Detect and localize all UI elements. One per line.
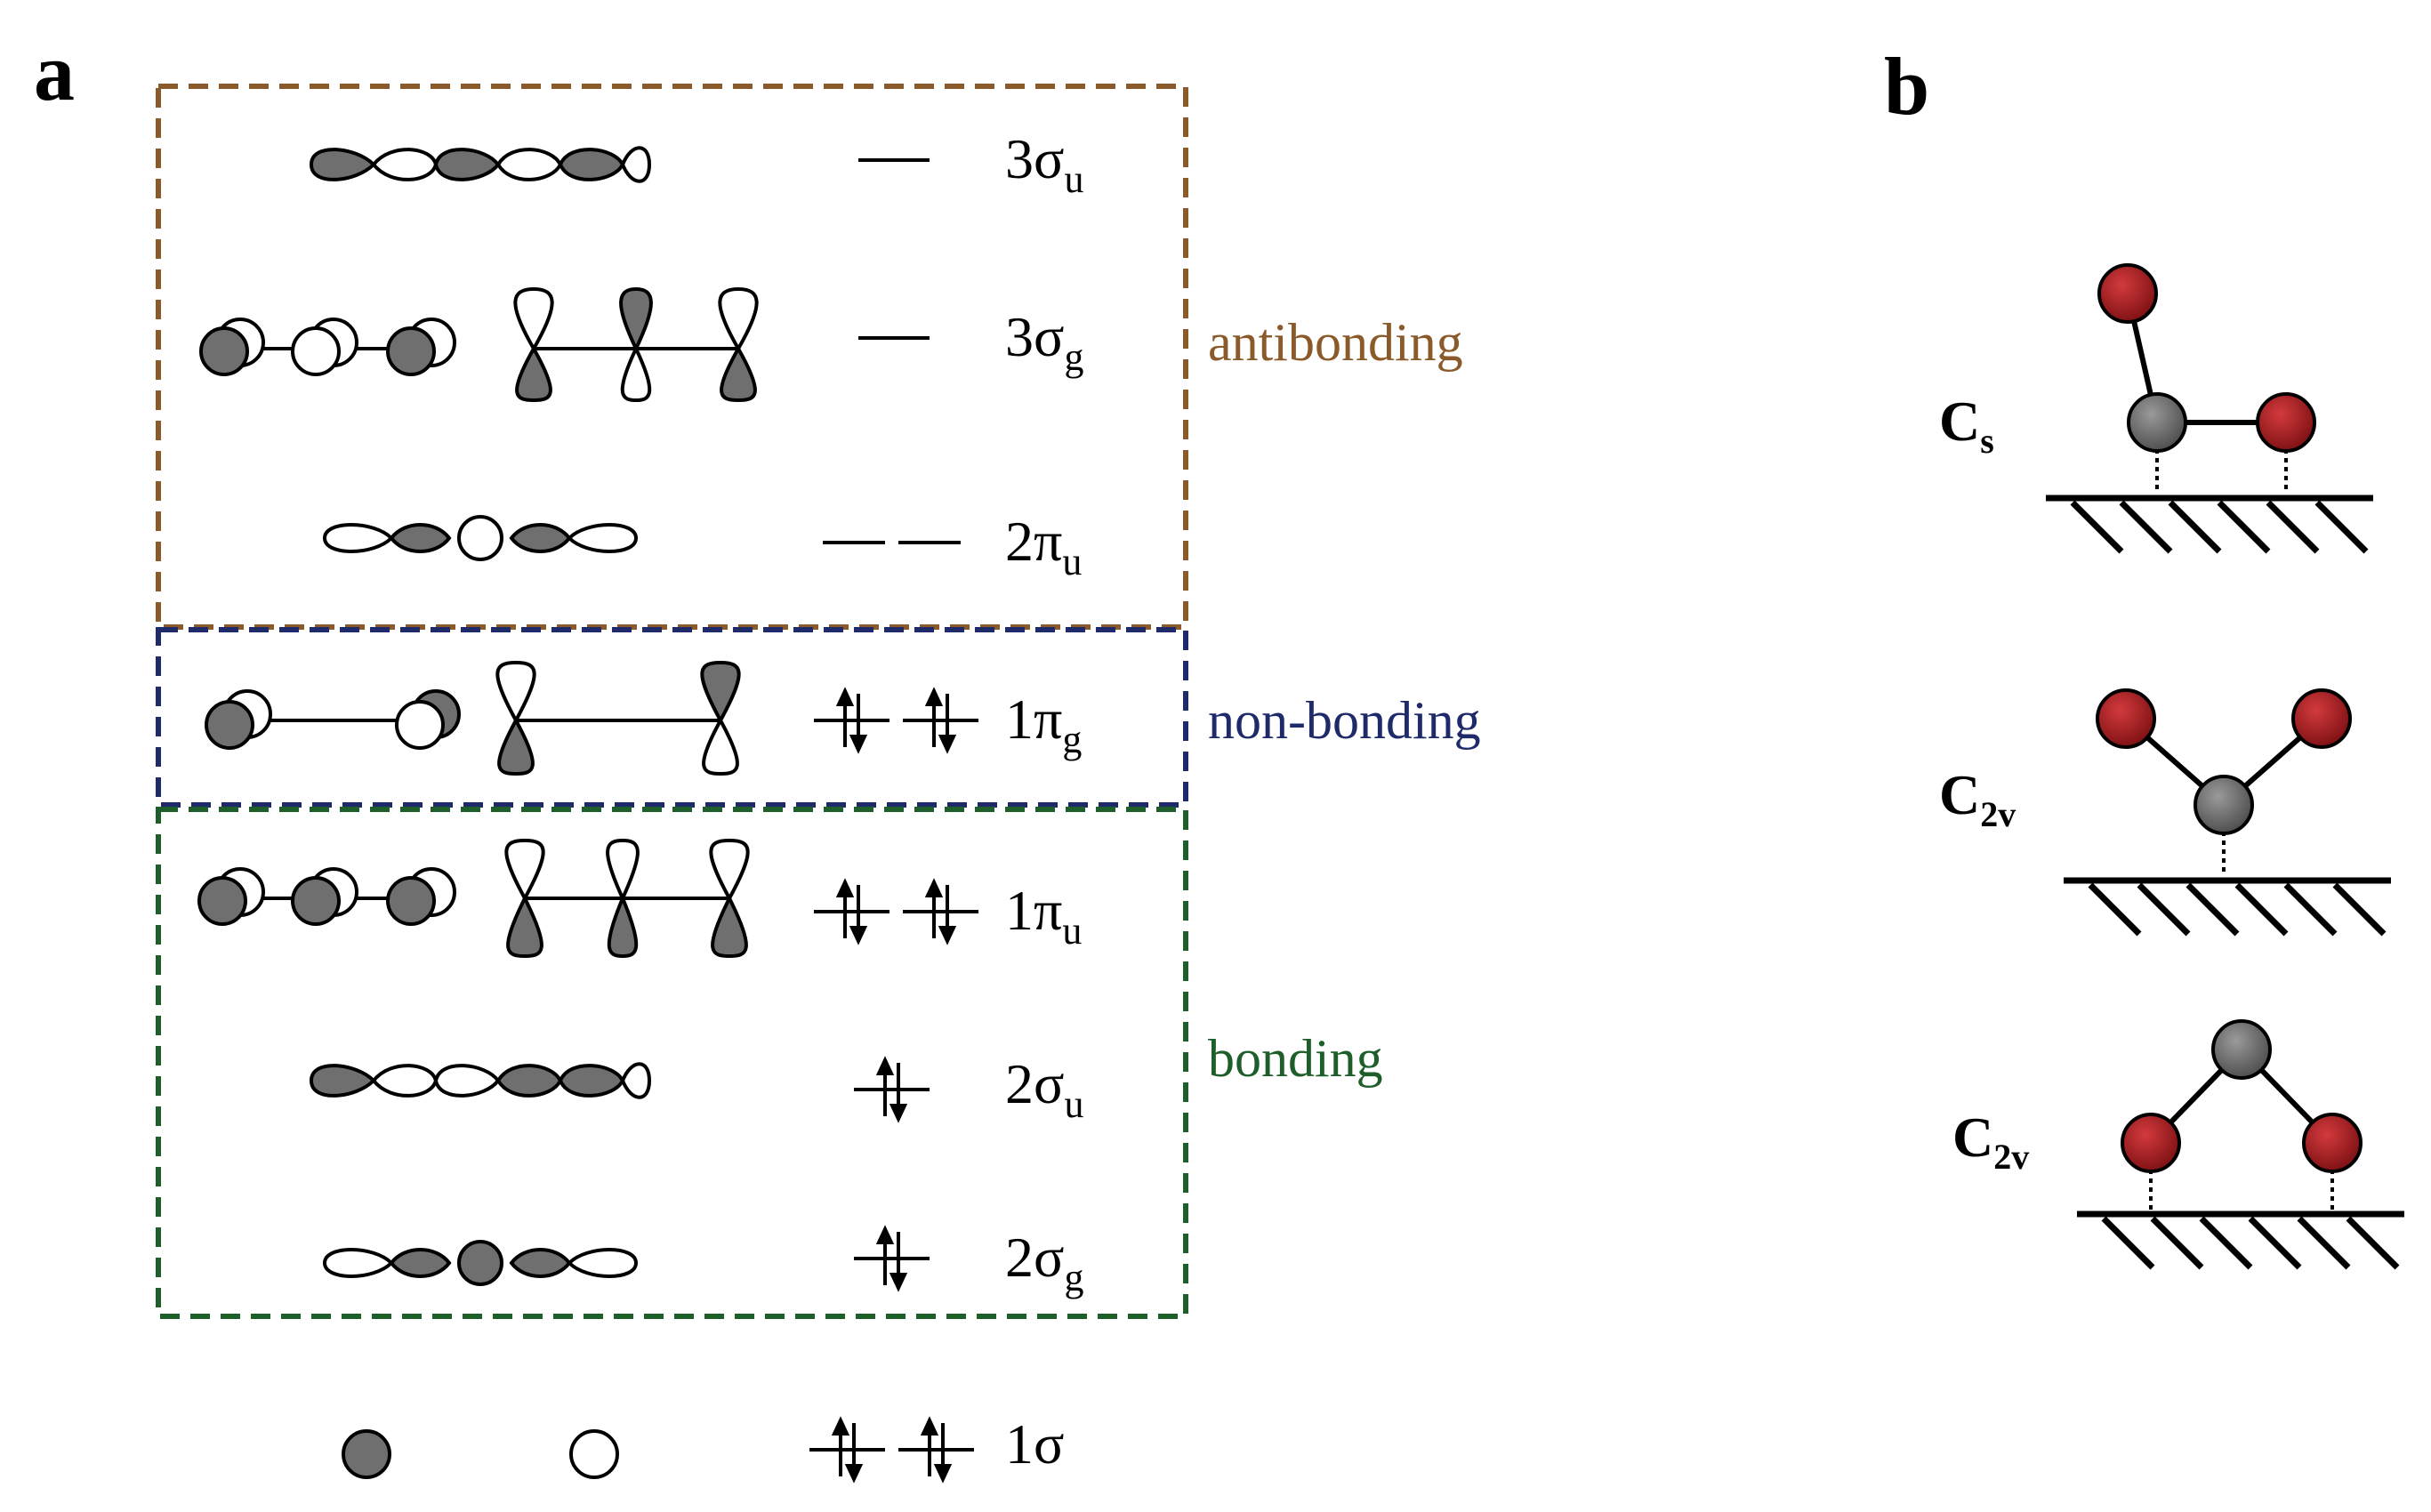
oxygen-atom xyxy=(2302,1113,2363,1173)
level-1pi-u xyxy=(814,878,978,945)
orbital-1pi-g-atoms xyxy=(205,689,461,750)
orbital-shapes xyxy=(197,146,759,1479)
level-1pi-g xyxy=(814,687,978,754)
symmetry-label-c2v-1: C2v xyxy=(1939,763,2016,834)
bonding-box xyxy=(156,807,1188,1319)
surface xyxy=(2077,1210,2404,1270)
symmetry-label-cs: Cs xyxy=(1939,390,1994,461)
antibonding-label: antibonding xyxy=(1208,313,1463,372)
geometry-cs: Cs xyxy=(1939,263,2373,554)
label-1pi-u: 1πu xyxy=(1005,879,1082,953)
geometry-c2v-oxygen: C2v xyxy=(1952,1019,2404,1270)
panel-label-b: b xyxy=(1884,41,1929,132)
carbon-atom xyxy=(2127,392,2187,453)
level-2sigma-g xyxy=(854,1225,930,1292)
level-1sigma xyxy=(809,1416,974,1484)
oxygen-atom xyxy=(2291,688,2352,749)
nonbonding-box xyxy=(156,627,1188,808)
oxygen-atom xyxy=(2097,263,2158,324)
panel-label-a: a xyxy=(34,27,75,117)
carbon-atom xyxy=(2211,1019,2272,1080)
orbital-1pi-g-lobes xyxy=(495,660,741,776)
oxygen-atom xyxy=(2121,1113,2181,1173)
nonbonding-label: non-bonding xyxy=(1208,691,1481,750)
geometry-c2v-carbon: C2v xyxy=(1939,688,2391,937)
orbital-3sigma-g-lobes xyxy=(513,286,759,403)
bonding-label: bonding xyxy=(1208,1029,1383,1088)
orbital-1sigma-atoms xyxy=(342,1429,619,1479)
label-2sigma-g: 2σg xyxy=(1005,1226,1084,1299)
label-2pi-u: 2πu xyxy=(1005,510,1082,583)
orbital-1pi-u-lobes xyxy=(504,838,750,959)
symmetry-label-c2v-2: C2v xyxy=(1952,1106,2029,1177)
surface xyxy=(2064,877,2391,937)
orbital-2sigma-g-shape xyxy=(322,1240,639,1286)
carbon-atom xyxy=(2194,775,2254,835)
orbital-3sigma-u-shape xyxy=(309,146,652,183)
label-1sigma: 1σ xyxy=(1005,1412,1065,1476)
label-2sigma-u: 2σu xyxy=(1005,1052,1084,1126)
label-1pi-g: 1πg xyxy=(1005,688,1082,761)
orbital-1pi-u-atoms xyxy=(197,867,456,926)
surface xyxy=(2046,495,2373,554)
orbital-3sigma-g-atoms xyxy=(199,318,456,376)
oxygen-atom xyxy=(2096,688,2156,749)
oxygen-atom xyxy=(2256,392,2316,453)
orbital-2pi-u-shape xyxy=(322,515,639,561)
orbital-2sigma-u-shape xyxy=(309,1062,652,1099)
label-3sigma-g: 3σg xyxy=(1005,305,1084,379)
level-2sigma-u xyxy=(854,1056,930,1123)
energy-levels xyxy=(809,158,978,1484)
label-3sigma-u: 3σu xyxy=(1005,127,1084,201)
